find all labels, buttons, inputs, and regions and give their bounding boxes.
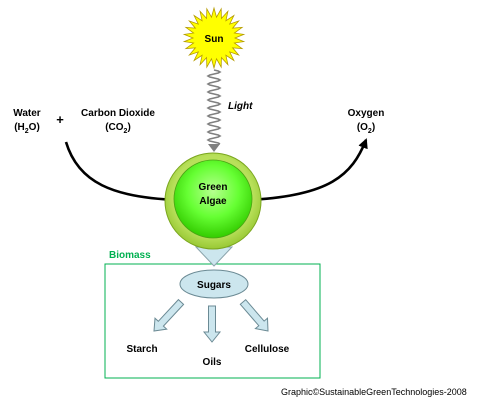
- co2-formula: (CO2): [105, 122, 131, 135]
- biomass-label: Biomass: [109, 250, 151, 261]
- oils-label: Oils: [203, 357, 222, 368]
- oxygen-label: Oxygen: [348, 108, 385, 119]
- sun: Sun: [182, 6, 246, 70]
- inputs-arrow: [64, 141, 182, 205]
- co2-label: Carbon Dioxide: [81, 108, 155, 119]
- light-arrowhead-icon: [208, 144, 220, 152]
- oxygen-output: Oxygen (O2): [348, 108, 385, 135]
- cellulose-label: Cellulose: [245, 344, 290, 355]
- oxygen-formula: (O2): [357, 122, 375, 135]
- algae-cell: [173, 159, 253, 239]
- sugars-label: Sugars: [197, 280, 231, 291]
- light-wave-icon: [206, 69, 222, 145]
- water-input: Water (H2O): [13, 108, 41, 135]
- cellulose-arrow: [239, 298, 269, 332]
- starch-arrow: [153, 298, 185, 332]
- starch-label: Starch: [126, 344, 157, 355]
- algae-label-line1: Green: [199, 182, 228, 193]
- algae-label-line2: Algae: [199, 196, 227, 207]
- sugars-ellipse: [179, 269, 249, 299]
- sun-label: Sun: [205, 34, 224, 45]
- green-algae: Green Algae: [164, 152, 262, 250]
- sun-burst-icon: [182, 6, 246, 70]
- co2-input: Carbon Dioxide (CO2): [81, 108, 155, 135]
- light-label: Light: [228, 101, 253, 112]
- oils-arrow: [202, 305, 222, 343]
- light-ray: Light: [206, 69, 253, 152]
- water-label: Water: [13, 108, 41, 119]
- oxygen-arrow: [247, 138, 368, 202]
- copyright-credit: Graphic©SustainableGreenTechnologies-200…: [281, 387, 467, 397]
- plus-sign: +: [56, 112, 64, 127]
- water-formula: (H2O): [14, 122, 40, 135]
